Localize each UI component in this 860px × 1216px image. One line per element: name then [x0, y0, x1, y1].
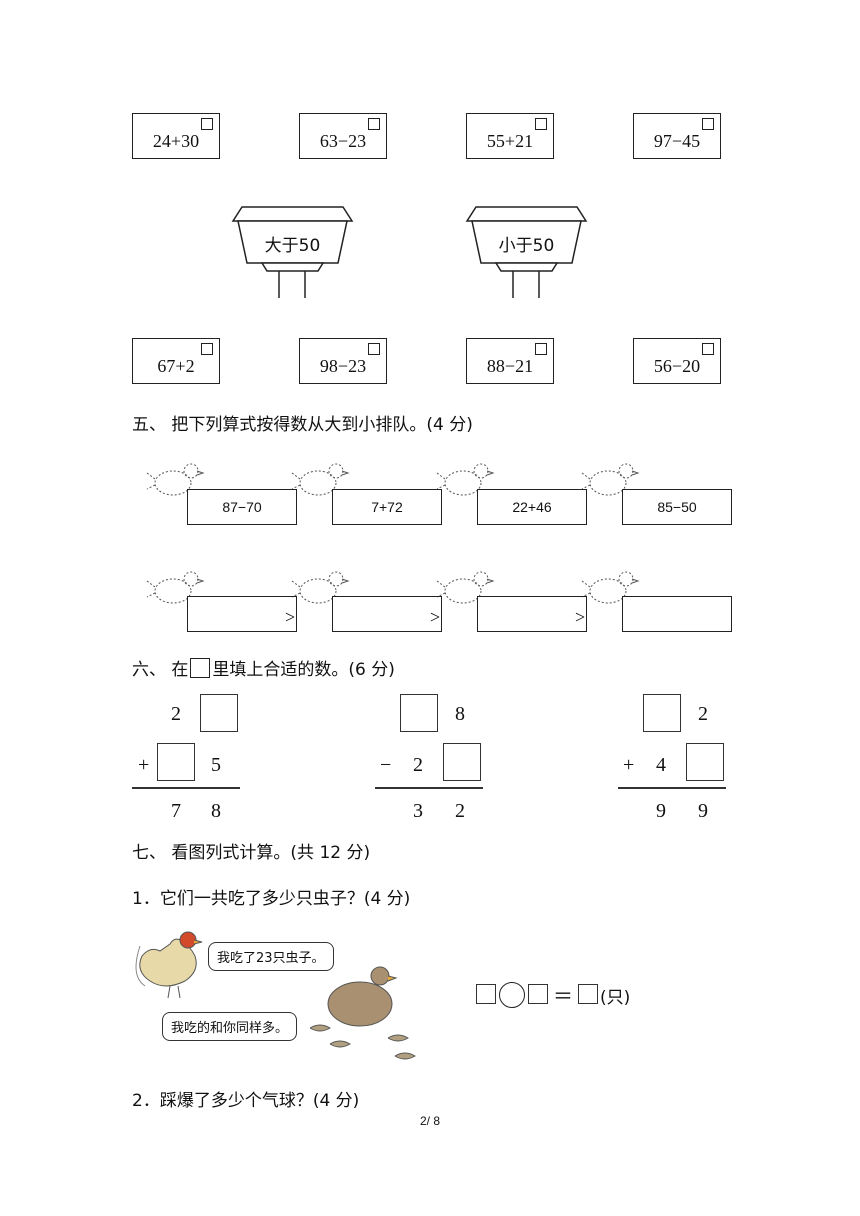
- digit: 4: [656, 754, 666, 776]
- question-2: 2．踩爆了多少个气球？(4 分): [132, 1091, 360, 1111]
- answer-box[interactable]: [332, 596, 442, 632]
- bird-icon: [146, 571, 205, 604]
- digit: 8: [211, 800, 221, 822]
- answer-box[interactable]: [476, 984, 496, 1004]
- page-number: 2/ 8: [419, 1114, 440, 1128]
- equals-sign: ＝: [553, 984, 573, 1008]
- bird-icon: [291, 463, 350, 496]
- checkbox[interactable]: [702, 343, 714, 355]
- bird-icon: [436, 571, 495, 604]
- sum-line: [618, 787, 726, 789]
- mailbox-icon: [465, 206, 588, 298]
- greater-than-sign: >: [575, 607, 586, 627]
- expr-card: 63−23: [299, 113, 387, 159]
- operator: +: [623, 754, 635, 776]
- digit: 9: [698, 800, 708, 822]
- digit: 8: [455, 703, 465, 725]
- answer-box[interactable]: [578, 984, 598, 1004]
- digit: 7: [171, 800, 181, 822]
- blank-square-icon: [190, 658, 211, 678]
- section-7-title: 七、 看图列式计算。(共 12 分): [132, 843, 371, 863]
- expr-card: 97−45: [633, 113, 721, 159]
- answer-box[interactable]: [477, 596, 587, 632]
- checkbox[interactable]: [535, 343, 547, 355]
- rooster-hen-illustration: [135, 931, 416, 1060]
- answer-box[interactable]: [643, 694, 681, 732]
- answer-box[interactable]: [622, 596, 732, 632]
- operator: +: [138, 754, 150, 776]
- bird-icon: [581, 463, 640, 496]
- checkbox[interactable]: [368, 343, 380, 355]
- expression-box: 85−50: [622, 489, 732, 525]
- expr-card: 98−23: [299, 338, 387, 384]
- section-5-title: 五、 把下列算式按得数从大到小排队。(4 分): [132, 415, 473, 435]
- bird-icon: [291, 571, 350, 604]
- sum-line: [375, 787, 483, 789]
- expr-card: 88−21: [466, 338, 554, 384]
- bird-icon: [436, 463, 495, 496]
- expr-card: 55+21: [466, 113, 554, 159]
- answer-box[interactable]: [200, 694, 238, 732]
- expr-card: 67+2: [132, 338, 220, 384]
- digit: 2: [455, 800, 465, 822]
- speech-bubble: 我吃了23只虫子。: [208, 942, 334, 971]
- sum-line: [132, 787, 240, 789]
- expression-box: 22+46: [477, 489, 587, 525]
- answer-box[interactable]: [443, 743, 481, 781]
- checkbox[interactable]: [201, 118, 213, 130]
- expr-card: 56−20: [633, 338, 721, 384]
- expr-card: 24+30: [132, 113, 220, 159]
- answer-box[interactable]: [686, 743, 724, 781]
- digit: 2: [698, 703, 708, 725]
- greater-than-sign: >: [285, 607, 296, 627]
- speech-bubble: 我吃的和你同样多。: [162, 1012, 298, 1041]
- checkbox[interactable]: [535, 118, 547, 130]
- unit-label: (只): [600, 988, 631, 1008]
- checkbox[interactable]: [201, 343, 213, 355]
- answer-box[interactable]: [187, 596, 297, 632]
- operator: −: [380, 754, 392, 776]
- section-6-title: 六、 在里填上合适的数。(6 分): [132, 658, 395, 680]
- digit: 3: [413, 800, 423, 822]
- mailbox-icon: [231, 206, 354, 298]
- operator-circle[interactable]: [499, 982, 525, 1008]
- answer-box[interactable]: [157, 743, 195, 781]
- greater-than-sign: >: [430, 607, 441, 627]
- answer-box[interactable]: [528, 984, 548, 1004]
- expression-box: 7+72: [332, 489, 442, 525]
- digit: 2: [413, 754, 423, 776]
- answer-box[interactable]: [400, 694, 438, 732]
- checkbox[interactable]: [702, 118, 714, 130]
- bird-icon: [581, 571, 640, 604]
- bird-icon: [146, 463, 205, 496]
- question-1: 1．它们一共吃了多少只虫子？(4 分): [132, 889, 411, 909]
- digit: 5: [211, 754, 221, 776]
- digit: 2: [171, 703, 181, 725]
- mailbox-label: 小于50: [498, 236, 555, 256]
- expression-box: 87−70: [187, 489, 297, 525]
- digit: 9: [656, 800, 666, 822]
- checkbox[interactable]: [368, 118, 380, 130]
- mailbox-label: 大于50: [264, 236, 321, 256]
